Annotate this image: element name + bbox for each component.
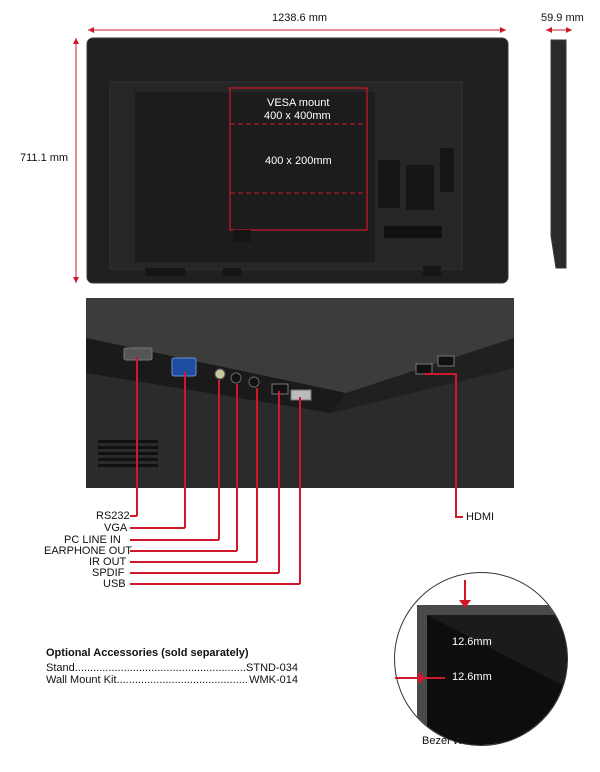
dot-leader: ........................................… (116, 674, 250, 686)
vesa-size-400x400: 400 x 400mm (264, 110, 331, 122)
accessory-model: STND-034 (246, 662, 298, 674)
bezel-detail-circle (394, 572, 568, 746)
vesa-size-400x200: 400 x 200mm (265, 155, 332, 167)
accessory-row: Stand ..................................… (46, 662, 298, 674)
port-label-earphone-out: EARPHONE OUT (44, 545, 133, 557)
port-label-rs232: RS232 (96, 510, 130, 522)
bezel-top-value: 12.6mm (452, 636, 492, 648)
bezel-side-value: 12.6mm (452, 671, 492, 683)
port-label-pc-line-in: PC LINE IN (64, 534, 121, 546)
accessory-model: WMK-014 (249, 674, 298, 686)
accessory-name: Wall Mount Kit (46, 674, 117, 686)
port-label-spdif: SPDIF (92, 567, 125, 579)
accessories-section: Optional Accessories (sold separately) S… (46, 647, 306, 686)
bezel-caption: Bezel Width (422, 735, 481, 747)
height-dimension: 711.1 mm (20, 152, 69, 164)
port-label-usb: USB (103, 578, 126, 590)
vesa-title: VESA mount (267, 97, 330, 109)
port-label-hdmi: HDMI (466, 511, 495, 523)
port-label-ir-out: IR OUT (89, 556, 127, 568)
back-view-diagram: 1238.6 mm 711.1 mm 59.9 mm VESA mount 40… (0, 0, 600, 290)
port-label-vga: VGA (104, 522, 128, 534)
width-dimension: 1238.6 mm (272, 12, 328, 24)
back-view-drawing (73, 27, 572, 284)
accessories-title: Optional Accessories (sold separately) (46, 647, 249, 659)
accessory-row: Wall Mount Kit .........................… (46, 674, 298, 686)
dot-leader: ........................................… (74, 662, 246, 674)
depth-dimension: 59.9 mm (541, 12, 584, 24)
accessory-name: Stand (46, 662, 75, 674)
bezel-drawing (417, 605, 567, 745)
